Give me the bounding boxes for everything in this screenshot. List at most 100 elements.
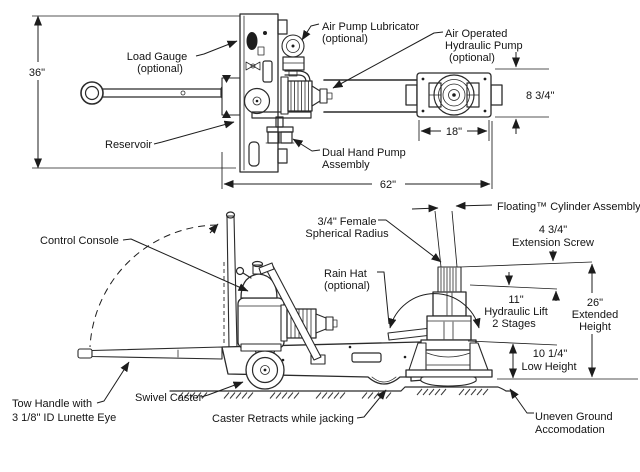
ground-line — [169, 386, 513, 392]
hand-pump-body — [237, 297, 285, 349]
lunette-eye-inner — [84, 85, 100, 101]
dim-62-text: 62" — [380, 179, 396, 191]
svg-text:Tow Handle with: Tow Handle with — [12, 398, 92, 410]
ground-rocker — [420, 376, 477, 387]
dim-overall-length: 62" — [221, 121, 493, 191]
svg-text:Hydraulic Pump: Hydraulic Pump — [445, 40, 523, 52]
dim-36-text: 36" — [29, 67, 45, 79]
svg-text:Caster Retracts while jacking: Caster Retracts while jacking — [212, 413, 354, 425]
lunette-eye-outer — [80, 81, 104, 105]
cylinder-base-body — [424, 349, 473, 371]
ground — [169, 386, 513, 399]
tow-handle-raised — [89, 211, 238, 349]
console-lever — [235, 266, 245, 276]
cylinder-plan-outer — [433, 74, 475, 116]
svg-text:Load Gauge: Load Gauge — [127, 51, 188, 63]
base-gusset-right — [469, 342, 489, 371]
ref-line-low-top — [467, 340, 558, 346]
cylinder-assembly — [388, 266, 493, 387]
svg-text:(optional): (optional) — [137, 63, 183, 75]
top-view: 36" — [29, 13, 554, 191]
cylinder-collar — [420, 339, 477, 351]
retracted-caster — [371, 376, 397, 383]
svg-text:Air Pump Lubricator: Air Pump Lubricator — [322, 21, 420, 33]
dim-overall-height: 36" — [29, 15, 240, 169]
svg-text:11": 11" — [508, 294, 523, 306]
svg-text:Accomodation: Accomodation — [535, 424, 605, 436]
label-caster-retracts: Caster Retracts while jacking — [212, 389, 387, 425]
label-control-console: Control Console — [40, 235, 249, 292]
svg-text:Low Height: Low Height — [521, 361, 576, 373]
svg-text:(optional): (optional) — [324, 280, 370, 292]
dim-36-extension-lines — [32, 15, 240, 169]
svg-text:4 3/4": 4 3/4" — [539, 224, 567, 236]
svg-text:Spherical Radius: Spherical Radius — [305, 228, 389, 240]
ref-line-stage-top — [469, 284, 558, 290]
clamp-pin-bottom — [222, 110, 231, 118]
air-hydraulic-pump-part — [280, 70, 333, 115]
reservoir-frame-plan — [221, 13, 312, 173]
rain-hat-part — [387, 327, 433, 341]
svg-text:Air Operated: Air Operated — [445, 28, 507, 40]
label-swivel-caster: Swivel Caster — [135, 381, 244, 404]
svg-text:Height: Height — [579, 321, 611, 333]
svg-text:2 Stages: 2 Stages — [492, 318, 536, 330]
label-tow-handle: Tow Handle with 3 1/8" ID Lunette Eye — [12, 361, 130, 424]
label-floating-cylinder: Floating™ Cylinder Assembly — [497, 201, 640, 213]
dual-hand-pump-part — [265, 116, 295, 144]
svg-text:(optional): (optional) — [449, 52, 495, 64]
rain-hat-plate — [387, 327, 433, 341]
handle-swing-arc — [89, 224, 218, 348]
rain-hat-swing-arc — [388, 293, 481, 329]
dim-plate-width: 18" — [418, 120, 490, 141]
base-plate-side — [405, 369, 493, 378]
release-valve-handle — [245, 61, 261, 71]
label-reservoir: Reservoir — [105, 120, 235, 151]
label-air-pump-lubricator: Air Pump Lubricator (optional) — [301, 21, 420, 45]
svg-text:3/4" Female: 3/4" Female — [318, 216, 377, 228]
tow-handle-side — [77, 346, 223, 360]
label-dual-hand-pump: Dual Hand Pump Assembly — [292, 138, 406, 171]
dim-heights: 4 3/4" Extension Screw 11" Hydraulic Lif… — [459, 224, 638, 380]
tow-bar-shaft — [102, 88, 224, 98]
label-rain-hat: Rain Hat (optional) — [324, 268, 390, 325]
svg-text:Reservoir: Reservoir — [105, 139, 152, 151]
svg-text:Control Console: Control Console — [40, 235, 119, 247]
lift-stage-2 — [426, 315, 472, 341]
svg-text:(optional): (optional) — [322, 33, 368, 45]
svg-text:Dual Hand Pump: Dual Hand Pump — [322, 147, 406, 159]
svg-text:Extension Screw: Extension Screw — [512, 237, 594, 249]
svg-text:Swivel Caster: Swivel Caster — [135, 392, 203, 404]
svg-text:Hydraulic Lift: Hydraulic Lift — [484, 306, 548, 318]
label-uneven-ground: Uneven Ground Accomodation — [509, 388, 613, 436]
svg-text:10 1/4": 10 1/4" — [533, 348, 568, 360]
air-pump-lubricator-part — [281, 34, 305, 77]
svg-text:Rain Hat: Rain Hat — [324, 268, 367, 280]
dim-beam-height: 8 3/4" — [495, 52, 554, 134]
svg-text:Uneven Ground: Uneven Ground — [535, 411, 613, 423]
load-gauge-body — [246, 32, 258, 50]
reservoir-block — [221, 77, 241, 116]
pump-pivot — [243, 87, 271, 115]
tow-handle-grip — [77, 348, 93, 359]
clamp-pin-top — [222, 75, 231, 83]
chassis-slot — [351, 352, 382, 363]
svg-text:Extended: Extended — [572, 309, 618, 321]
svg-text:Assembly: Assembly — [322, 159, 370, 171]
svg-text:3 1/8" ID Lunette Eye: 3 1/8" ID Lunette Eye — [12, 412, 116, 424]
extension-screw-part — [437, 266, 462, 293]
handle-socket — [248, 141, 260, 167]
tow-handle-bar — [91, 346, 223, 360]
label-load-gauge: Load Gauge (optional) — [127, 40, 238, 75]
ref-line-screw-top — [459, 261, 593, 268]
dim-floating: Floating™ Cylinder Assembly — [411, 201, 640, 268]
label-air-operated-pump: Air Operated Hydraulic Pump (optional) — [332, 28, 523, 89]
dim-18-text: 18" — [446, 126, 462, 138]
tow-bar-plan — [80, 81, 238, 105]
label-spherical-radius: 3/4" Female Spherical Radius — [305, 216, 442, 263]
base-plate-plan — [405, 72, 503, 118]
side-view: Floating™ Cylinder Assembly 4 3/4" Exten… — [12, 201, 640, 436]
svg-text:26": 26" — [587, 297, 603, 309]
